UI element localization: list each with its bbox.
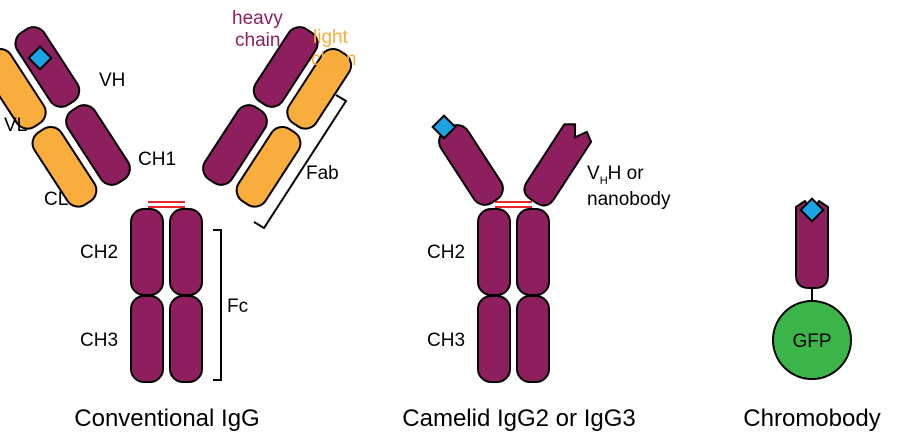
cl-label: CL bbox=[44, 189, 68, 210]
ch2-domain-left bbox=[477, 208, 511, 296]
conventional-igg: heavy chain light chain VH VL CH1 CL CH2… bbox=[0, 8, 358, 432]
ch3-domain-left bbox=[130, 295, 164, 383]
gfp-label: GFP bbox=[792, 331, 831, 352]
vl-label: VL bbox=[4, 115, 27, 136]
fab-bracket bbox=[253, 94, 348, 230]
heavy-chain-label-2: chain bbox=[235, 30, 280, 51]
ch3-domain-right bbox=[169, 295, 203, 383]
fc-label: Fc bbox=[227, 296, 248, 317]
conventional-caption: Conventional IgG bbox=[74, 405, 259, 432]
ch2-domain-right bbox=[516, 208, 550, 296]
light-chain-label-1: light bbox=[313, 27, 349, 48]
nanobody-label: nanobody bbox=[587, 189, 671, 210]
light-chain-label-2: chain bbox=[311, 49, 356, 70]
ch2-domain-right bbox=[169, 208, 203, 296]
fab-label: Fab bbox=[306, 163, 339, 184]
ch1-label: CH1 bbox=[138, 149, 176, 170]
camelid-caption: Camelid IgG2 or IgG3 bbox=[402, 405, 635, 432]
vh-label: VH bbox=[99, 70, 125, 91]
fc-bracket bbox=[213, 229, 222, 381]
ch3-domain-left bbox=[477, 295, 511, 383]
camelid-igg: VHH or nanobody CH2 CH3 Camelid IgG2 or … bbox=[402, 114, 671, 432]
ch2-label: CH2 bbox=[80, 242, 118, 263]
vhh-label: VHH or bbox=[587, 163, 644, 187]
vhh-domain-right bbox=[519, 118, 596, 211]
gfp-domain bbox=[772, 300, 852, 380]
ch2-label: CH2 bbox=[427, 242, 465, 263]
ch3-label: CH3 bbox=[427, 330, 465, 351]
chromobody-caption: Chromobody bbox=[743, 405, 880, 432]
ch2-domain-left bbox=[130, 208, 164, 296]
chromobody: GFP Chromobody bbox=[743, 197, 881, 432]
ch3-domain-right bbox=[516, 295, 550, 383]
ch3-label: CH3 bbox=[80, 330, 118, 351]
heavy-chain-label-1: heavy bbox=[232, 8, 283, 29]
